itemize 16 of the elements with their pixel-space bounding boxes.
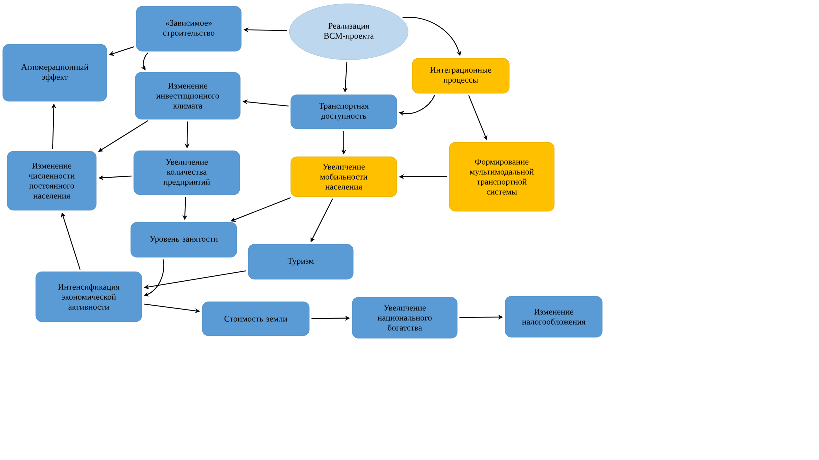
process-box: Туризм <box>248 244 354 280</box>
arrow <box>310 198 334 242</box>
process-box: Изменение численности постоянного населения <box>7 151 97 211</box>
process-box: Интенсификация экономической активности <box>36 272 142 322</box>
process-box: Увеличение мобильности населения <box>290 156 398 198</box>
process-box: Транспортная доступность <box>290 94 398 130</box>
process-box: Изменение налогообложения <box>505 296 603 338</box>
process-box: Интеграционные процессы <box>412 58 510 94</box>
process-box: «Зависимое» строительство <box>136 6 242 52</box>
process-box: Стоимость земли <box>202 302 310 336</box>
process-box: Агломерационный эффект <box>2 44 108 102</box>
process-box: Увеличение количества предприятий <box>134 150 240 196</box>
process-box: Изменение инвестиционного климата <box>135 72 241 120</box>
process-box: Уровень занятости <box>130 222 238 258</box>
process-box: Формирование мультимодальной транспортной системы <box>449 142 555 212</box>
process-box: Увеличение национального богатства <box>352 297 458 339</box>
